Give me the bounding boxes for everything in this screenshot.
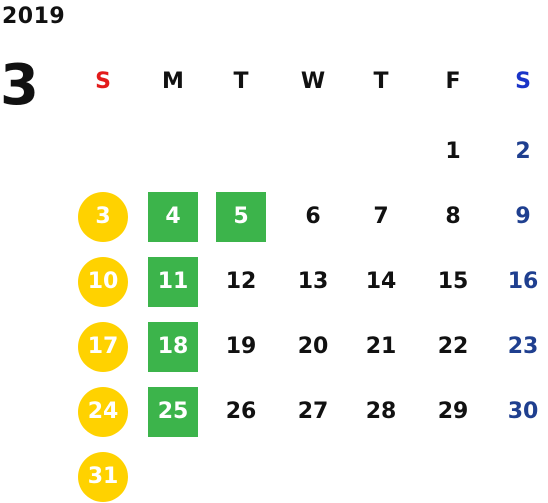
day-cell-21[interactable]: 21 (365, 334, 397, 359)
day-cell-15[interactable]: 15 (437, 269, 469, 294)
day-cell-17[interactable]: 17 (78, 322, 128, 372)
day-cell-29[interactable]: 29 (437, 399, 469, 424)
weekday-thu: T (373, 69, 389, 94)
day-cell-30[interactable]: 30 (507, 399, 539, 424)
day-cell-9[interactable]: 9 (515, 204, 531, 229)
day-cell-13[interactable]: 13 (297, 269, 329, 294)
day-cell-18[interactable]: 18 (148, 322, 198, 372)
day-cell-14[interactable]: 14 (365, 269, 397, 294)
weekday-sat: S (515, 69, 531, 94)
weekday-wed: W (300, 69, 326, 94)
day-cell-10[interactable]: 10 (78, 257, 128, 307)
day-cell-3[interactable]: 3 (78, 192, 128, 242)
day-cell-5[interactable]: 5 (216, 192, 266, 242)
day-cell-23[interactable]: 23 (507, 334, 539, 359)
weekday-sun: S (95, 69, 111, 94)
day-cell-19[interactable]: 19 (225, 334, 257, 359)
day-cell-7[interactable]: 7 (373, 204, 389, 229)
day-cell-26[interactable]: 26 (225, 399, 257, 424)
day-cell-22[interactable]: 22 (437, 334, 469, 359)
day-cell-1[interactable]: 1 (445, 139, 461, 164)
day-cell-31[interactable]: 31 (78, 452, 128, 502)
day-cell-20[interactable]: 20 (297, 334, 329, 359)
day-cell-28[interactable]: 28 (365, 399, 397, 424)
day-cell-6[interactable]: 6 (305, 204, 321, 229)
month-label: 3 (0, 53, 39, 118)
day-cell-27[interactable]: 27 (297, 399, 329, 424)
weekday-mon: M (162, 69, 184, 94)
day-cell-25[interactable]: 25 (148, 387, 198, 437)
day-cell-8[interactable]: 8 (445, 204, 461, 229)
day-cell-11[interactable]: 11 (148, 257, 198, 307)
day-cell-16[interactable]: 16 (507, 269, 539, 294)
day-cell-4[interactable]: 4 (148, 192, 198, 242)
day-cell-24[interactable]: 24 (78, 387, 128, 437)
weekday-fri: F (445, 69, 461, 94)
year-label: 2019 (2, 4, 66, 29)
weekday-tue: T (233, 69, 249, 94)
day-cell-12[interactable]: 12 (225, 269, 257, 294)
day-cell-2[interactable]: 2 (515, 139, 531, 164)
